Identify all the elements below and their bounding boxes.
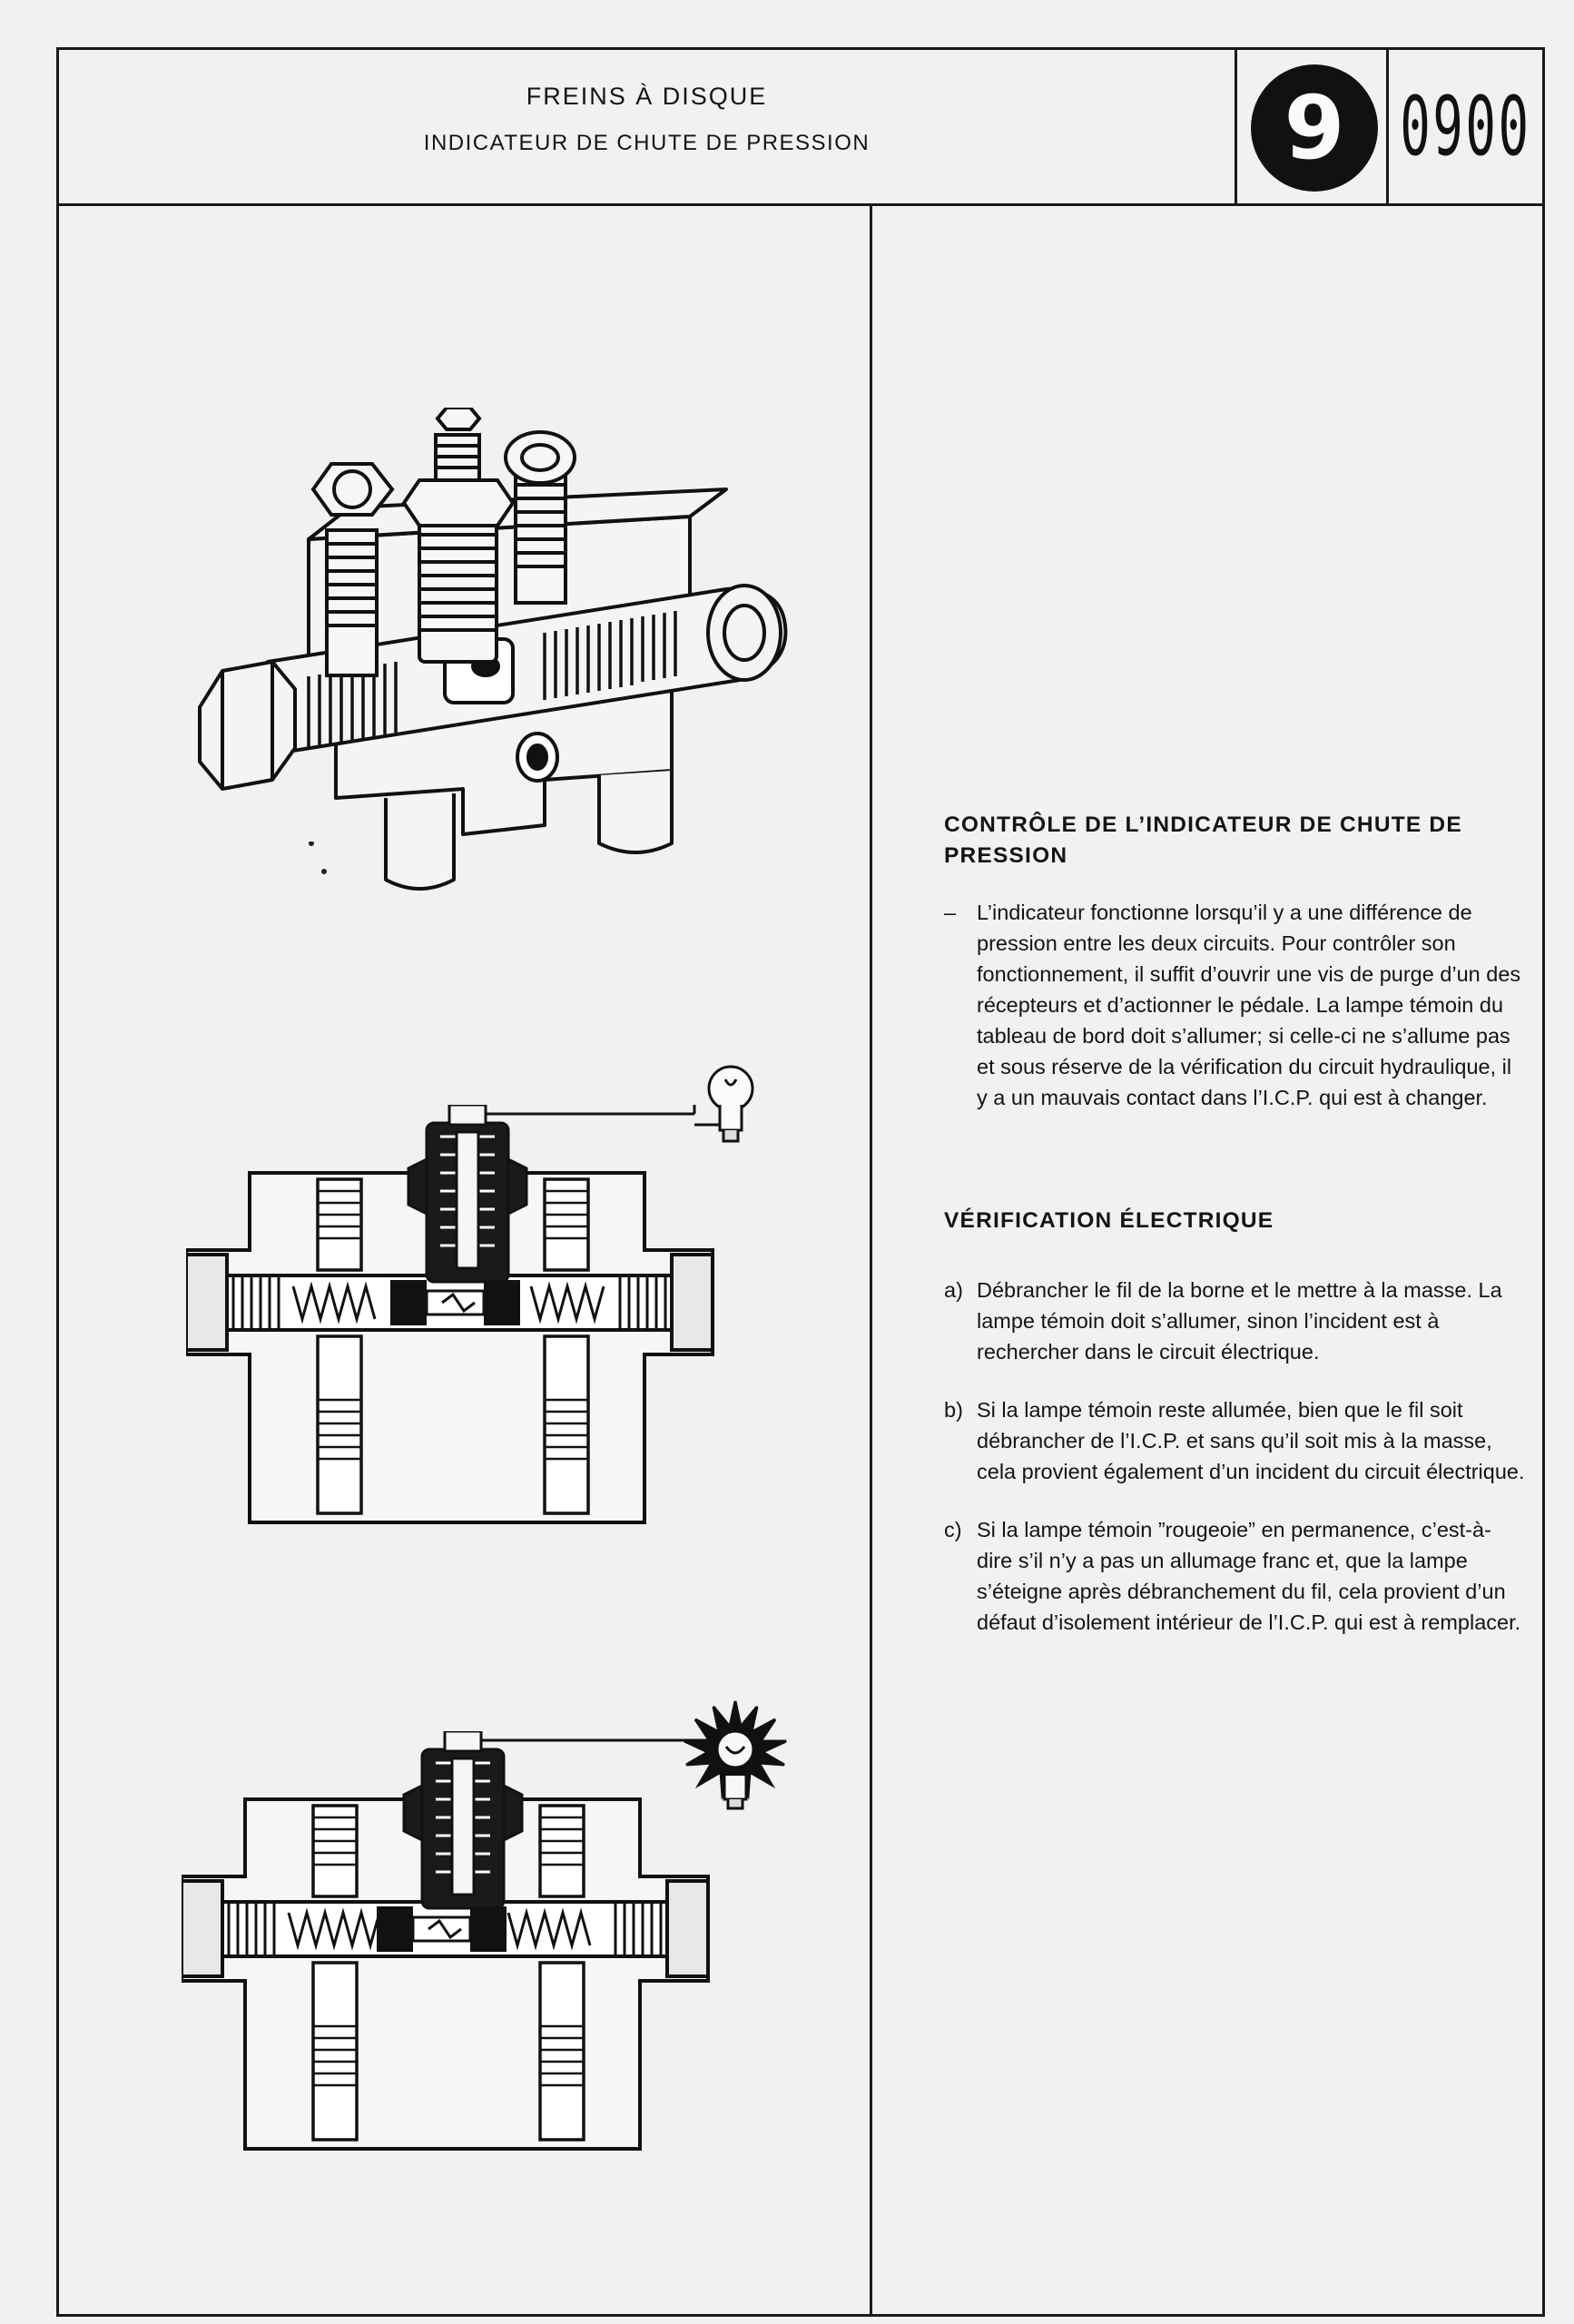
page-code: 0900 (1400, 79, 1531, 174)
bullet-text: L’indicateur fonctionne lorsqu’il y a un… (977, 901, 1521, 1109)
page-code-block: 0900 (1389, 50, 1542, 203)
list-text-b: Si la lampe témoin reste allumée, bien q… (977, 1398, 1525, 1483)
column-divider (870, 206, 872, 2314)
page-frame: FREINS À DISQUE INDICATEUR DE CHUTE DE P… (56, 47, 1545, 2317)
list-text-a: Débrancher le fil de la borne et le mett… (977, 1278, 1502, 1364)
section-badge: 9 (1251, 64, 1378, 192)
header: FREINS À DISQUE INDICATEUR DE CHUTE DE P… (59, 50, 1542, 206)
warning-lamp-on-icon (684, 1700, 787, 1810)
title-block: FREINS À DISQUE INDICATEUR DE CHUTE DE P… (59, 50, 1235, 203)
figures-column (59, 206, 870, 2314)
bullet-item: – L’indicateur fonctionne lorsqu’il y a … (944, 897, 1525, 1113)
bullet-mark: – (944, 901, 957, 924)
list-item-b: b) Si la lampe témoin reste allumée, bie… (944, 1394, 1525, 1487)
indicator-section-lamp-off-illustration (186, 1105, 714, 1524)
scan-specks (309, 842, 327, 874)
section-heading-controle: CONTRÔLE DE L’INDICATEUR DE CHUTE DE PRE… (944, 812, 1462, 868)
section-number: 9 (1284, 77, 1345, 179)
indicator-perspective-illustration (198, 408, 788, 891)
list-item-a: a) Débrancher le fil de la borne et le m… (944, 1275, 1525, 1367)
list-item-c: c) Si la lampe témoin ”rougeoie” en perm… (944, 1514, 1525, 1638)
page-title: FREINS À DISQUE (526, 83, 768, 110)
indicator-section-lamp-on-illustration (182, 1731, 713, 2151)
page-subtitle: INDICATEUR DE CHUTE DE PRESSION (423, 131, 871, 155)
section-heading-verification: VÉRIFICATION ÉLECTRIQUE (944, 1208, 1274, 1233)
section-number-block: 9 (1235, 50, 1389, 203)
warning-lamp-off-icon (694, 1065, 754, 1143)
instructions-column: CONTRÔLE DE L’INDICATEUR DE CHUTE DE PRE… (944, 810, 1525, 1638)
list-mark-a: a) (944, 1278, 963, 1302)
list-mark-c: c) (944, 1518, 962, 1541)
list-mark-b: b) (944, 1398, 963, 1422)
list-text-c: Si la lampe témoin ”rougeoie” en permane… (977, 1518, 1521, 1634)
